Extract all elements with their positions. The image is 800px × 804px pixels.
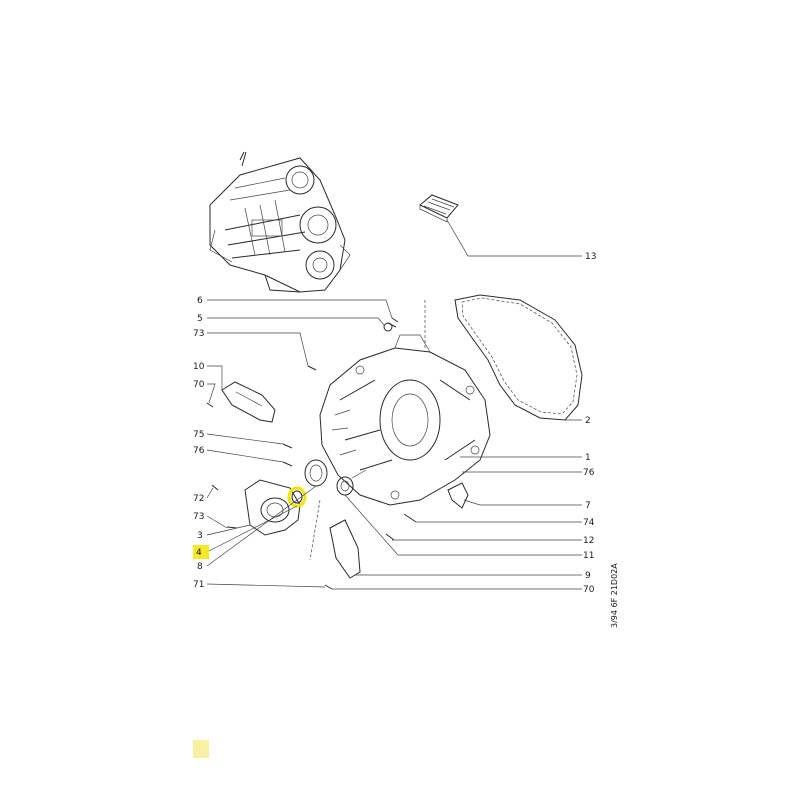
part-1-housing: [319, 334, 491, 506]
callout-76-left: 76: [193, 446, 205, 456]
callout-13: 13: [585, 252, 596, 262]
callout-labels: 13 6 5 73 10 70 2 75 76 1 76 72 7 73 74 …: [193, 252, 596, 595]
callout-10: 10: [193, 362, 205, 372]
callout-6: 6: [197, 296, 203, 306]
part-7-bracket: [447, 482, 469, 509]
callout-70-top: 70: [193, 380, 205, 390]
callout-4: 4: [196, 548, 202, 558]
callout-1: 1: [585, 453, 591, 463]
callout-73-top: 73: [193, 329, 204, 339]
callout-71: 71: [193, 580, 204, 590]
callout-12: 12: [583, 536, 594, 546]
callout-9: 9: [585, 571, 591, 581]
leader-lines: [206, 219, 582, 590]
callout-7: 7: [585, 501, 591, 511]
part-13-pad: [419, 194, 459, 223]
callout-72: 72: [193, 494, 204, 504]
part-8-seal: [304, 459, 328, 487]
callout-3: 3: [197, 531, 203, 541]
callout-73-bottom: 73: [193, 512, 204, 522]
part-9-side-plate: [329, 519, 361, 579]
highlight-marker-bottom: [193, 740, 209, 758]
highlight-marker-4: [193, 545, 209, 559]
callout-75: 75: [193, 430, 204, 440]
callout-70-bottom: 70: [583, 585, 595, 595]
callout-2: 2: [585, 416, 591, 426]
bolts: [206, 317, 417, 590]
part-4-o-ring: [287, 486, 307, 508]
gearbox-cutaway-inset: [209, 151, 351, 293]
callout-8: 8: [197, 562, 203, 572]
callout-74: 74: [583, 518, 595, 528]
callout-11: 11: [583, 551, 594, 561]
callout-5: 5: [197, 314, 203, 324]
reference-code: 3/94 6F 21D02A: [610, 563, 619, 628]
callout-76-right: 76: [583, 468, 595, 478]
part-2-gasket: [454, 294, 583, 421]
part-10-cover-plate: [221, 381, 276, 423]
